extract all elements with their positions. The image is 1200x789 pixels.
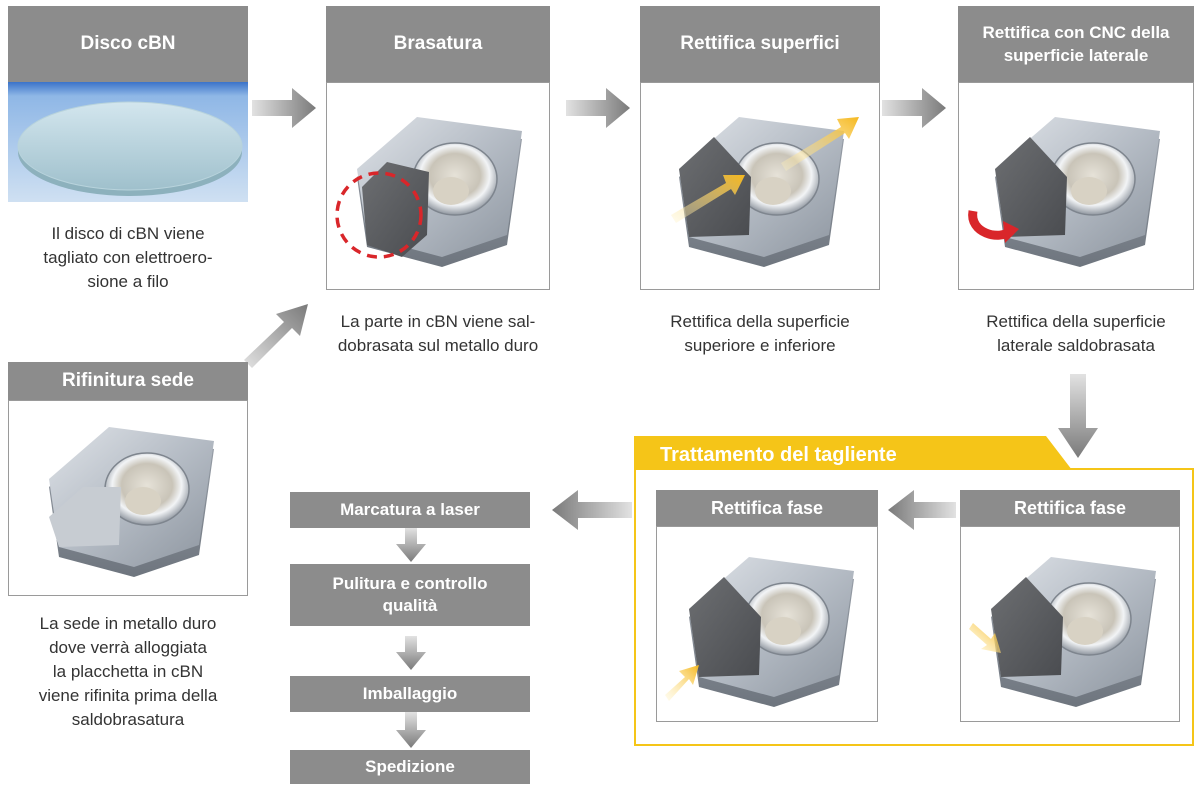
- caption-rettifica-cnc-line2: laterale saldobrasata: [997, 336, 1155, 355]
- caption-disco-line3: sione a filo: [87, 272, 169, 291]
- header-rettifica-cnc-line2: superficie laterale: [1003, 46, 1149, 65]
- rettifica-fase-left-image: [656, 526, 878, 722]
- caption-rettifica-superfici-line2: superiore e inferiore: [684, 336, 836, 355]
- caption-brasatura-line1: La parte in cBN viene sal-: [340, 312, 536, 331]
- header-rettifica-fase-right: Rettifica fase: [960, 490, 1180, 526]
- header-rettifica-superfici-label: Rettifica superfici: [680, 33, 840, 54]
- arrow-down-1: [1058, 374, 1098, 458]
- step-pulitura: Pulitura e controllo qualità: [290, 564, 530, 626]
- step-spedizione: Spedizione: [290, 750, 530, 784]
- caption-rifinitura-line1: La sede in metallo duro: [39, 614, 217, 633]
- disc-image: [8, 82, 248, 202]
- arrow-down-4: [396, 712, 426, 748]
- caption-rifinitura-line4: viene rifinita prima della: [38, 686, 218, 705]
- arrow-right-1: [252, 88, 316, 128]
- trattamento-tab: [634, 436, 1072, 470]
- arrow-diagonal-up: [244, 304, 308, 368]
- highlight-circle: [335, 171, 423, 259]
- caption-disco-line2: tagliato con elettroero-: [43, 248, 213, 267]
- arrow-down-2: [396, 528, 426, 562]
- yellow-arrow: [671, 175, 745, 223]
- brasatura-image: [326, 82, 550, 290]
- caption-rettifica-superfici: Rettifica della superficie superiore e i…: [632, 310, 888, 358]
- trattamento-title: Trattamento del tagliente: [660, 444, 897, 466]
- step-spedizione-label: Spedizione: [365, 757, 455, 776]
- header-rettifica-fase-left-label: Rettifica fase: [710, 497, 824, 518]
- header-rettifica-fase-left: Rettifica fase: [656, 490, 878, 526]
- caption-rettifica-superfici-line1: Rettifica della superficie: [670, 312, 850, 331]
- step-imballaggio: Imballaggio: [290, 676, 530, 712]
- rettifica-cnc-image: [958, 82, 1194, 290]
- arrow-left-2: [552, 490, 632, 530]
- header-disco-cbn-label: Disco cBN: [80, 33, 176, 54]
- header-disco-cbn: Disco cBN: [8, 6, 248, 82]
- header-rettifica-superfici: Rettifica superfici: [640, 6, 880, 82]
- header-rifinitura-sede: Rifinitura sede: [8, 362, 248, 400]
- yellow-arrow: [665, 665, 699, 701]
- header-brasatura-label: Brasatura: [393, 33, 483, 54]
- rettifica-superfici-image: [640, 82, 880, 290]
- step-marcatura-laser-label: Marcatura a laser: [340, 500, 480, 519]
- caption-rifinitura: La sede in metallo duro dove verrà allog…: [0, 612, 256, 732]
- caption-brasatura-line2: dobrasata sul metallo duro: [337, 336, 539, 355]
- arrow-left-1: [888, 490, 956, 530]
- step-pulitura-label: Pulitura e controllo qualità: [332, 574, 488, 615]
- arrow-down-3: [396, 636, 426, 670]
- header-rettifica-cnc-line1: Rettifica con CNC della: [982, 23, 1170, 42]
- header-brasatura: Brasatura: [326, 6, 550, 82]
- rifinitura-sede-image: [8, 400, 248, 596]
- caption-rettifica-cnc: Rettifica della superficie laterale sald…: [948, 310, 1200, 358]
- arrow-right-3: [882, 88, 946, 128]
- header-rettifica-fase-right-label: Rettifica fase: [1013, 497, 1127, 518]
- arrow-right-2: [566, 88, 630, 128]
- caption-brasatura: La parte in cBN viene sal- dobrasata sul…: [310, 310, 566, 358]
- caption-rifinitura-line2: dove verrà alloggiata: [49, 638, 207, 657]
- caption-rifinitura-line5: saldobrasatura: [71, 710, 185, 729]
- caption-disco-line1: Il disco di cBN viene: [51, 224, 205, 243]
- caption-rettifica-cnc-line1: Rettifica della superficie: [986, 312, 1166, 331]
- header-rifinitura-sede-label: Rifinitura sede: [62, 370, 194, 391]
- yellow-arrow: [969, 623, 1001, 653]
- header-rettifica-cnc: Rettifica con CNC della superficie later…: [958, 6, 1194, 82]
- caption-rifinitura-line3: la placchetta in cBN: [52, 662, 204, 681]
- step-imballaggio-label: Imballaggio: [362, 684, 458, 703]
- step-marcatura-laser: Marcatura a laser: [290, 492, 530, 528]
- caption-disco: Il disco di cBN viene tagliato con elett…: [0, 222, 256, 294]
- rettifica-fase-right-image: [960, 526, 1180, 722]
- yellow-arrow: [781, 117, 859, 171]
